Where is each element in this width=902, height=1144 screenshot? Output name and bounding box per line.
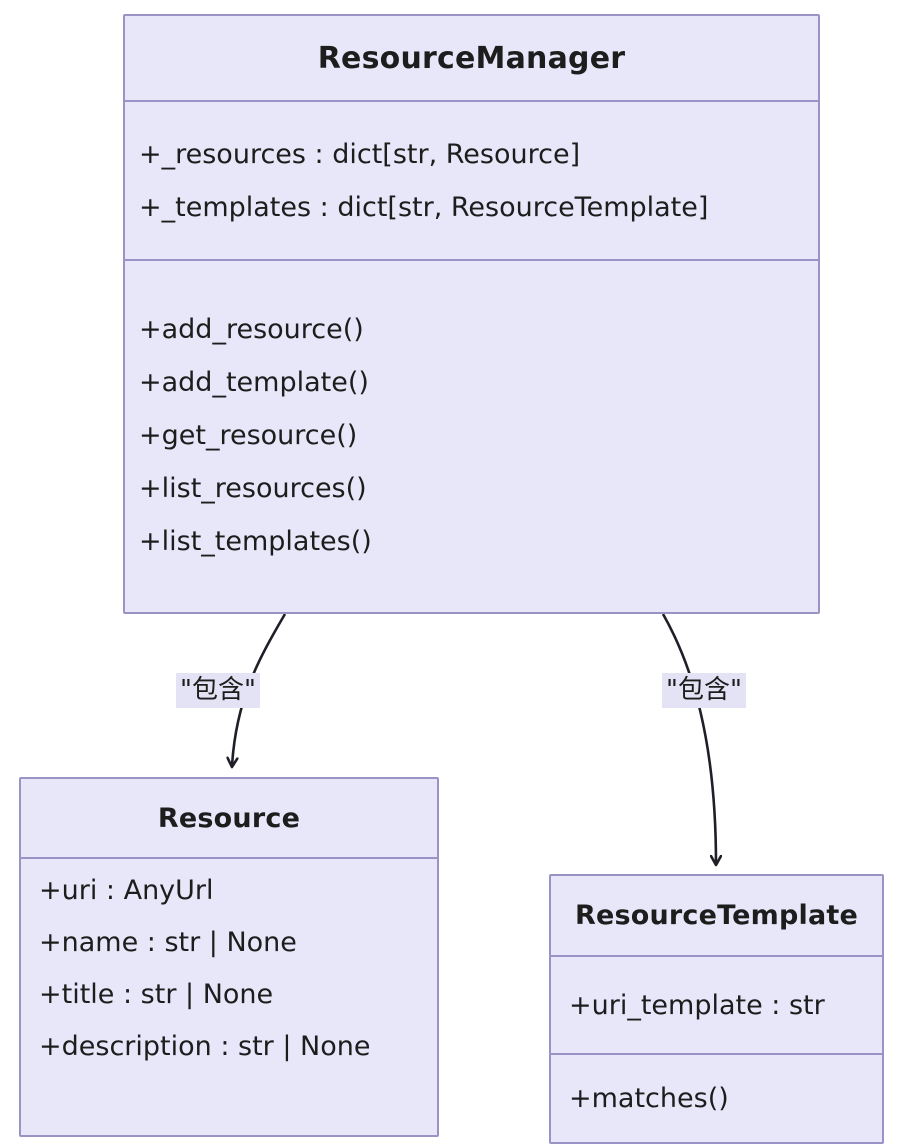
attribute-row: +_resources : dict[str, Resource] [139,138,581,170]
class-box-resource-template[interactable]: ResourceTemplate +uri_template : str +ma… [549,874,884,1144]
class-name-resource-template: ResourceTemplate [574,900,859,932]
class-name-resource-manager: ResourceManager [317,40,626,76]
class-box-resource[interactable]: Resource +uri : AnyUrl +name : str | Non… [19,777,439,1137]
attribute-row: +uri_template : str [569,989,825,1021]
method-row: +get_resource() [139,420,358,451]
class-attributes-section: +uri : AnyUrl +name : str | None +title … [21,859,437,1135]
edge-label-manager-to-resource-template: "包含" [662,673,746,709]
attribute-row: +_templates : dict[str, ResourceTemplate… [139,191,709,223]
edge-manager-to-resource-template [661,613,716,864]
class-methods-section: +add_resource() +add_template() +get_res… [125,261,818,610]
class-methods-section: +matches() [551,1055,882,1142]
class-attributes-section: +_resources : dict[str, Resource] +_temp… [125,102,818,261]
method-row: +matches() [569,1082,729,1114]
attribute-row: +title : str | None [39,979,274,1011]
class-attributes-section: +uri_template : str [551,957,882,1055]
class-name-resource: Resource [157,802,301,834]
attribute-row: +name : str | None [39,927,297,959]
attribute-row: +description : str | None [39,1031,371,1063]
class-title-row: ResourceTemplate [551,876,882,958]
edge-label-manager-to-resource: "包含" [176,673,260,709]
method-row: +list_resources() [139,473,367,504]
method-row: +add_resource() [139,314,364,345]
class-title-row: Resource [21,779,437,860]
method-row: +add_template() [139,367,369,398]
class-box-resource-manager[interactable]: ResourceManager +_resources : dict[str, … [123,14,820,614]
attribute-row: +uri : AnyUrl [39,875,214,907]
method-row: +list_templates() [139,526,372,557]
class-title-row: ResourceManager [125,16,818,102]
